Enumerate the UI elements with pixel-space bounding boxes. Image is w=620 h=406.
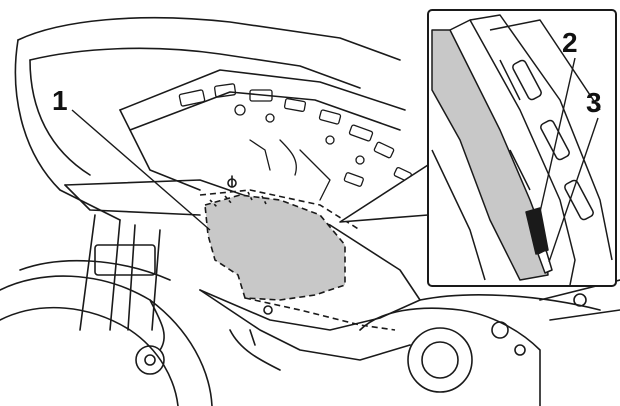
removable-panel	[199, 189, 396, 331]
front-fork-right	[127, 224, 161, 331]
misc-hoses	[229, 329, 281, 371]
engine-bolt-2	[514, 344, 526, 356]
callout-1-leader	[71, 109, 211, 231]
callout-label-1: 1	[52, 85, 68, 116]
fastener-small	[263, 305, 273, 315]
windscreen-outline	[17, 16, 401, 61]
inner-frame-left	[119, 109, 201, 191]
fork-clamp	[94, 244, 156, 276]
inner-frame-top	[119, 69, 406, 111]
engine-case	[359, 307, 541, 406]
fairing-front-curve	[14, 39, 121, 221]
frame-cutouts	[178, 83, 412, 201]
inset-line-art	[431, 14, 613, 286]
motorcycle-line-art	[0, 16, 620, 406]
front-fender	[19, 259, 171, 281]
callout-label-2: 2	[562, 27, 578, 58]
inner-frame-mid	[129, 91, 401, 131]
fairing-nose	[29, 59, 91, 176]
panel-dashed-extension	[199, 189, 396, 331]
callout-label-3: 3	[586, 87, 602, 118]
engine-cover-inner	[421, 341, 459, 379]
callout-3-leader	[548, 117, 599, 263]
inset-pointer	[339, 164, 429, 223]
rear-bolt	[573, 293, 587, 307]
inset-fastener-body	[525, 207, 549, 255]
front-fork-left	[79, 214, 121, 331]
brake-caliper	[135, 345, 165, 375]
inset-grey-panel	[431, 29, 549, 281]
panel-shaded-area	[204, 194, 346, 301]
exhaust	[419, 293, 601, 311]
upper-fairing-outline	[29, 47, 361, 89]
inset-fastener-tip	[537, 249, 553, 274]
engine-bolt	[491, 321, 509, 339]
callout-2-leader	[539, 57, 576, 213]
front-wheel-inner	[0, 306, 179, 406]
front-wheel-arc	[0, 275, 213, 406]
callout-1-group: 1	[52, 85, 211, 231]
brake-bolt	[144, 354, 156, 366]
brake-line	[149, 299, 165, 351]
engine-cover	[407, 327, 473, 393]
detail-inset: 2 3	[339, 9, 617, 287]
side-fairing-lower-edge	[199, 289, 411, 361]
side-fairing-upper	[64, 184, 201, 216]
